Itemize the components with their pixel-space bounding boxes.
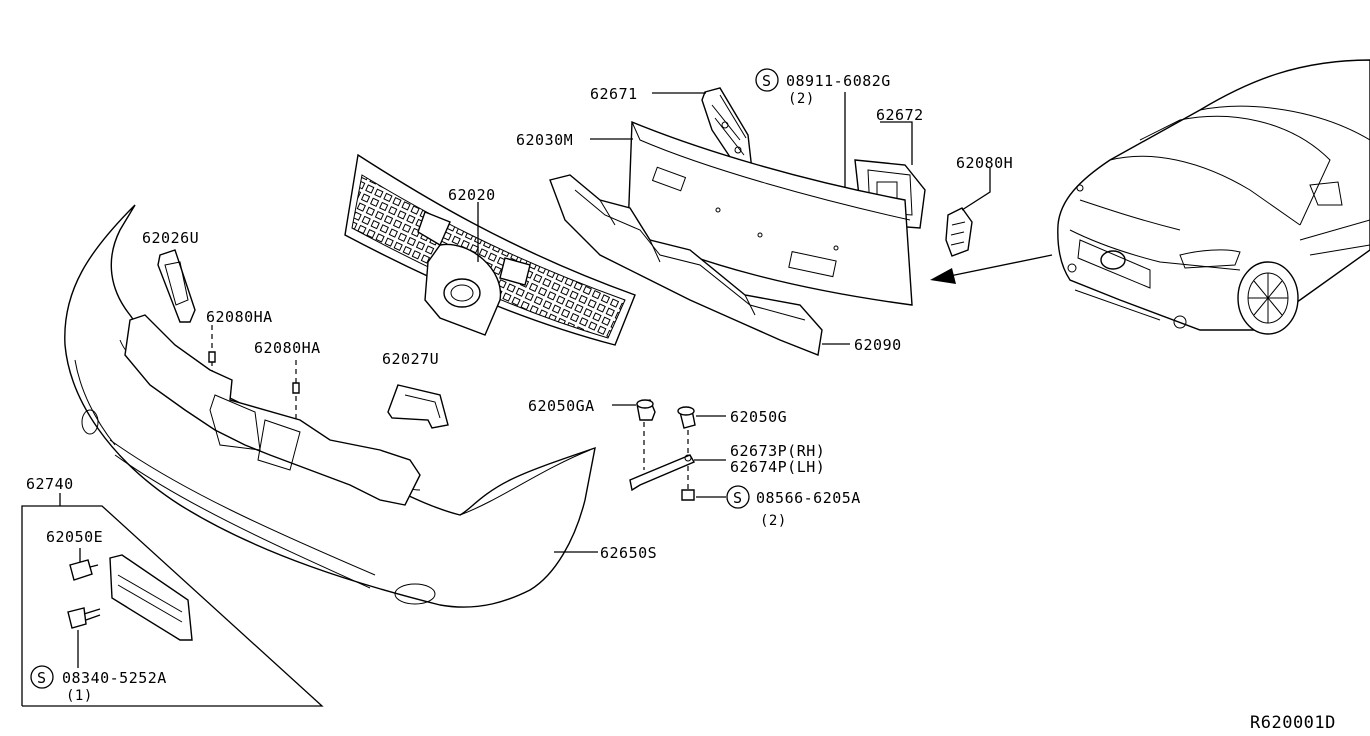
label-62090: 62090: [854, 336, 902, 354]
bracket-62080H: [945, 207, 973, 257]
bracket-62027U: [387, 384, 449, 429]
vehicle-illustration: [1057, 59, 1370, 335]
s-marker-1: S: [762, 72, 772, 90]
label-62673P: 62673P(RH): [730, 442, 825, 460]
label-08566-6205A: 08566-6205A: [756, 489, 861, 507]
clip-62050G: [677, 406, 696, 429]
label-08911-6082G: 08911-6082G: [786, 72, 891, 90]
bracket-62673P-62674P: [629, 454, 695, 492]
standard-part-marker-icon: [30, 665, 54, 689]
qty-08911: (2): [788, 91, 815, 107]
bolt-08566: [681, 489, 695, 501]
license-plate-bracket: [109, 554, 193, 641]
label-62030M: 62030M: [516, 131, 573, 149]
grille-62020: [344, 153, 636, 346]
s-marker-3: S: [37, 669, 47, 687]
bracket-62026U: [157, 249, 196, 323]
direction-arrow-icon: [930, 254, 1053, 284]
qty-08340: (1): [66, 688, 93, 704]
clip-62080HA-2: [292, 382, 300, 394]
diagram-code: R620001D: [1250, 713, 1336, 733]
label-62080HA-2: 62080HA: [254, 339, 321, 357]
label-62674P: 62674P(LH): [730, 458, 825, 476]
label-62050GA: 62050GA: [528, 397, 595, 415]
label-62080HA-1: 62080HA: [206, 308, 273, 326]
standard-part-marker-icon: [755, 68, 779, 92]
label-62740: 62740: [26, 475, 74, 493]
label-62650S: 62650S: [600, 544, 657, 562]
label-62020: 62020: [448, 186, 496, 204]
label-62050G: 62050G: [730, 408, 787, 426]
screw-08340: [67, 607, 101, 629]
clip-62080HA-1: [208, 351, 216, 363]
label-08340-5252A: 08340-5252A: [62, 669, 167, 687]
label-62080H: 62080H: [956, 154, 1013, 172]
absorber-62090: [549, 174, 823, 356]
s-marker-2: S: [733, 489, 743, 507]
label-62671: 62671: [590, 85, 638, 103]
kit-box-62740: [21, 505, 324, 707]
label-62672: 62672: [876, 106, 924, 124]
bumper-fascia-62650S: [64, 204, 596, 608]
standard-part-marker-icon: [726, 485, 750, 509]
label-62027U: 62027U: [382, 350, 439, 368]
label-62026U: 62026U: [142, 229, 199, 247]
clip-62050GA: [636, 399, 656, 421]
label-62050E: 62050E: [46, 528, 103, 546]
qty-08566: (2): [760, 513, 787, 529]
clip-62050E: [69, 559, 99, 581]
